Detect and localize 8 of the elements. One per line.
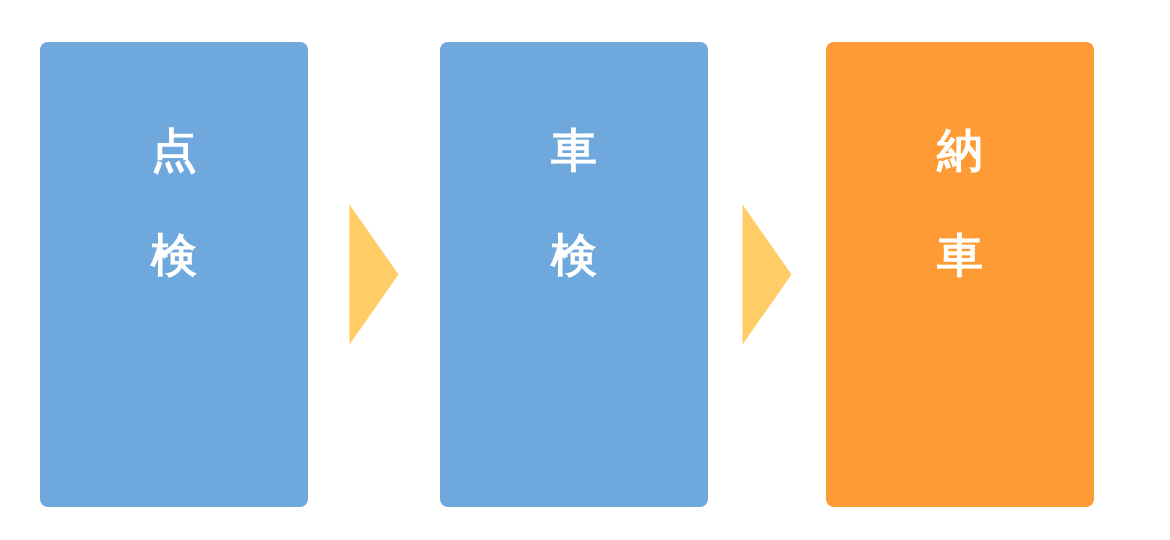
- process-box: [826, 42, 1094, 507]
- chevron-arrow: [742, 204, 792, 345]
- step-label: 納車: [937, 123, 983, 282]
- process-box: [40, 42, 308, 507]
- step-label: 車検: [551, 123, 597, 282]
- chevron-arrow: [349, 204, 399, 345]
- process-box: [440, 42, 708, 507]
- step-label: 点検: [151, 123, 197, 282]
